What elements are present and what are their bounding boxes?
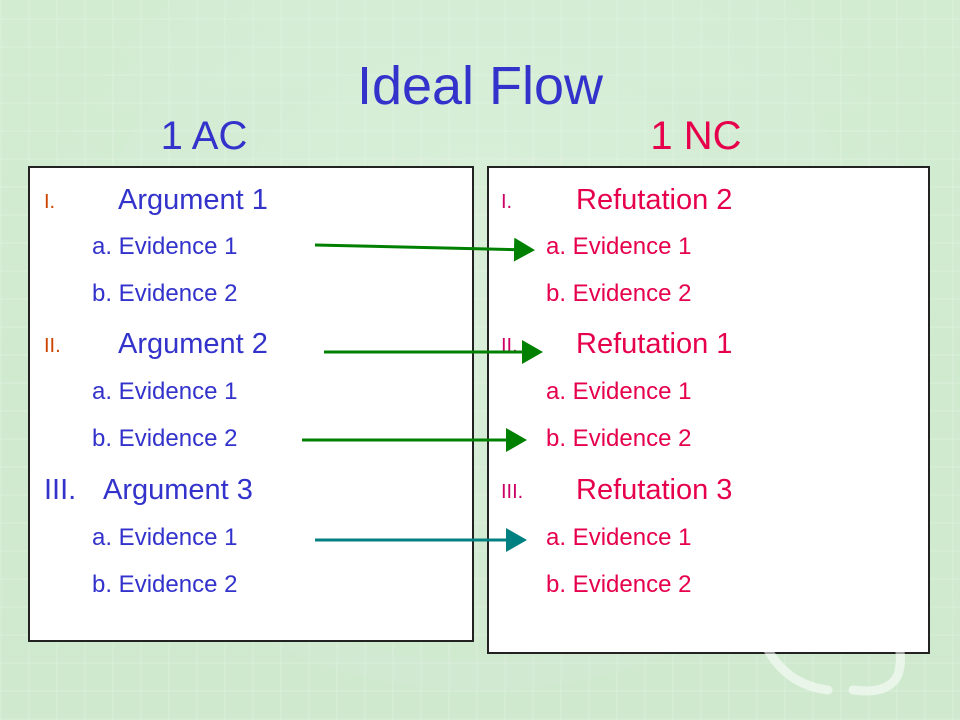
nc-heading: 1 NC — [650, 114, 742, 158]
ac-item-1-sub-a: a. Evidence 1 — [92, 233, 238, 260]
nc-item-2-label: Refutation 1 — [576, 328, 733, 360]
dragon-seal-icon — [763, 517, 905, 696]
nc-item-1-sub-b: b. Evidence 2 — [546, 280, 692, 307]
ac-item-1-label: Argument 1 — [118, 184, 268, 216]
nc-item-1-label: Refutation 2 — [576, 184, 733, 216]
nc-item-3-number: III. — [501, 481, 524, 503]
ac-item-3-number: III. — [44, 474, 77, 506]
ac-item-2-sub-b: b. Evidence 2 — [92, 425, 238, 452]
nc-item-1-sub-a: a. Evidence 1 — [546, 233, 692, 260]
nc-item-3-sub-b: b. Evidence 2 — [546, 571, 692, 598]
nc-item-3-sub-a: a. Evidence 1 — [546, 524, 692, 551]
ac-item-3-sub-a: a. Evidence 1 — [92, 524, 238, 551]
ac-item-1-sub-b: b. Evidence 2 — [92, 280, 238, 307]
nc-item-1-number: I. — [501, 191, 513, 213]
ac-item-2-sub-a: a. Evidence 1 — [92, 378, 238, 405]
ac-item-2-label: Argument 2 — [118, 328, 268, 360]
nc-item-2-number: II. — [501, 335, 518, 357]
nc-item-2-sub-a: a. Evidence 1 — [546, 378, 692, 405]
nc-box: I. Refutation 2 a. Evidence 1 b. Evidenc… — [487, 166, 930, 654]
ac-item-3-label: Argument 3 — [103, 474, 253, 506]
slide-title: Ideal Flow — [356, 56, 604, 116]
nc-item-2-sub-b: b. Evidence 2 — [546, 425, 692, 452]
nc-item-3-label: Refutation 3 — [576, 474, 733, 506]
ac-box: I. Argument 1 a. Evidence 1 b. Evidence … — [28, 166, 474, 642]
ac-item-2-number: II. — [44, 335, 61, 357]
ac-heading: 1 AC — [160, 114, 248, 158]
ac-item-1-number: I. — [44, 191, 56, 213]
ac-item-3-sub-b: b. Evidence 2 — [92, 571, 238, 598]
